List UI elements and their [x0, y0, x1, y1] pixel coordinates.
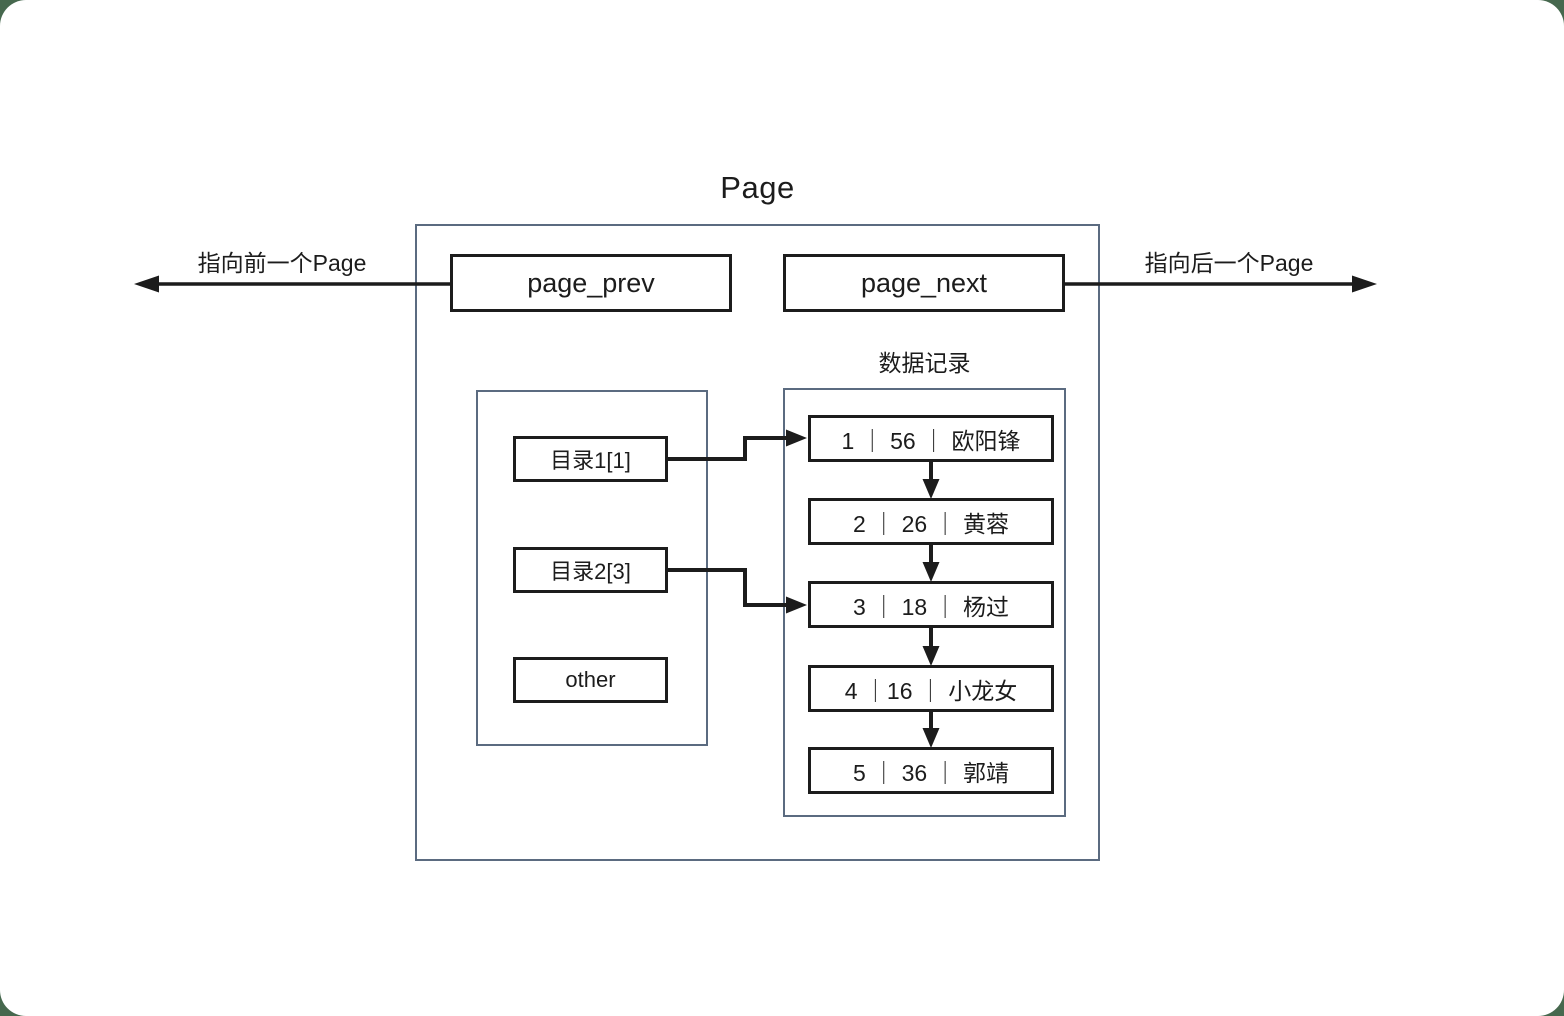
next-page-arrow-label: 指向后一个Page	[1144, 250, 1314, 276]
directory-entry-other-label: other	[565, 667, 616, 692]
directory-entry-2: 目录2[3]	[513, 547, 668, 593]
directory-entry-2-label: 目录2[3]	[550, 559, 631, 584]
record-row-2: 2 ｜ 26 ｜ 黄蓉	[808, 498, 1054, 545]
directory-entry-other: other	[513, 657, 668, 703]
directory-entry-1-label: 目录1[1]	[550, 448, 631, 473]
page-prev-box: page_prev	[450, 254, 732, 312]
prev-page-arrow-label: 指向前一个Page	[197, 250, 367, 276]
record-row-1: 1 ｜ 56 ｜ 欧阳锋	[808, 415, 1054, 462]
page-next-box: page_next	[783, 254, 1065, 312]
page-prev-label: page_prev	[527, 267, 655, 298]
record-row-5-text: 5 ｜ 36 ｜ 郭靖	[853, 759, 1009, 786]
record-row-2-text: 2 ｜ 26 ｜ 黄蓉	[853, 510, 1009, 537]
data-records-label: 数据记录	[878, 350, 971, 376]
record-row-1-text: 1 ｜ 56 ｜ 欧阳锋	[841, 427, 1021, 454]
record-row-5: 5 ｜ 36 ｜ 郭靖	[808, 747, 1054, 794]
prev-page-arrow	[134, 275, 450, 293]
directory-entry-1: 目录1[1]	[513, 436, 668, 482]
page-next-label: page_next	[860, 267, 988, 298]
record-row-3-text: 3 ｜ 18 ｜ 杨过	[853, 593, 1009, 620]
record-row-4: 4 ｜16 ｜ 小龙女	[808, 665, 1054, 712]
record-row-3: 3 ｜ 18 ｜ 杨过	[808, 581, 1054, 628]
record-row-4-text: 4 ｜16 ｜ 小龙女	[844, 677, 1018, 704]
next-page-arrow	[1065, 275, 1377, 293]
page-outer-box	[415, 224, 1100, 861]
page-title: Page	[720, 170, 795, 205]
